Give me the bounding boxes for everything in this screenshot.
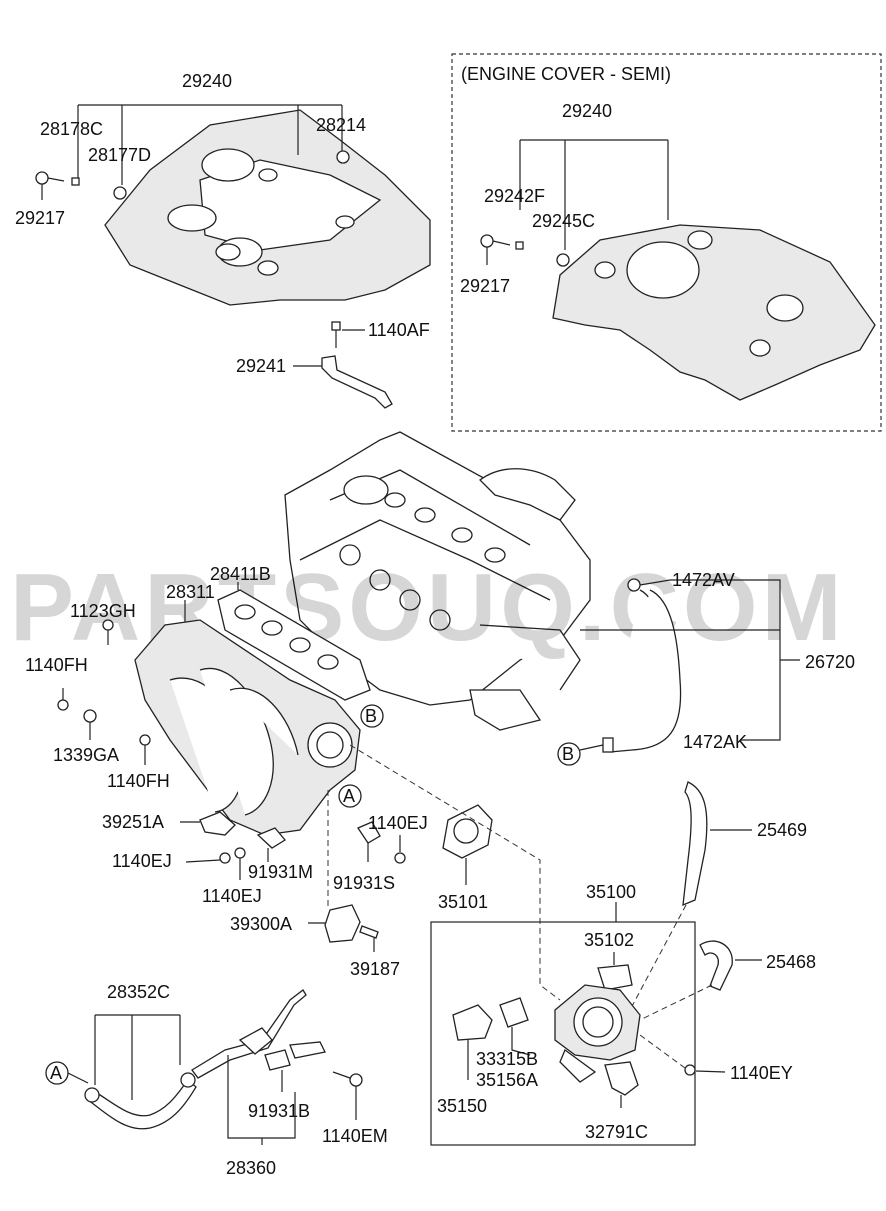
label-29240-top: 29240 [182, 71, 232, 91]
label-29245C: 29245C [532, 211, 595, 231]
gasket-33315B [499, 997, 529, 1028]
nut-1339GA [83, 709, 97, 723]
bolt-1140EJ-a [219, 852, 231, 864]
clip-28178C [71, 177, 80, 186]
label-35150: 35150 [437, 1096, 487, 1116]
label-28177D: 28177D [88, 145, 151, 165]
bolt-29217-left [35, 171, 65, 185]
label-28214: 28214 [316, 115, 366, 135]
hose-25469[interactable] [682, 781, 708, 907]
bolt-1140EY [684, 1064, 696, 1076]
intake-manifold-28311[interactable] [134, 619, 361, 836]
label-1140EJ-c: 1140EJ [368, 813, 428, 833]
label-29241: 29241 [236, 356, 286, 376]
label-28360: 28360 [226, 1158, 276, 1178]
callout-A-manifold-text: A [343, 786, 355, 806]
label-28311: 28311 [166, 582, 215, 602]
label-1339GA: 1339GA [53, 745, 119, 765]
engine-cover-full[interactable] [104, 109, 431, 306]
bolt-1140EJ-c [394, 835, 406, 864]
label-1140EY: 1140EY [730, 1063, 793, 1083]
callout-B-hose [557, 742, 581, 766]
label-39251A: 39251A [102, 812, 164, 832]
label-35100: 35100 [586, 882, 636, 902]
throttle-body-box [430, 921, 696, 1146]
engine-cover-semi[interactable] [552, 224, 876, 401]
label-25468: 25468 [766, 952, 816, 972]
label-1123GH: 1123GH [70, 601, 136, 621]
label-1472AV: 1472AV [672, 570, 735, 590]
bracket-91931M [256, 827, 286, 849]
callout-B-manifold-text: B [365, 706, 377, 726]
label-91931S: 91931S [333, 873, 395, 893]
callout-A-manifold [338, 784, 362, 808]
label-29242F: 29242F [484, 186, 545, 206]
bracket-small-28360 [289, 1041, 326, 1059]
bolt-1140FH-b [139, 734, 151, 765]
bracket-91931S [357, 821, 381, 844]
clip-29242F [515, 241, 524, 250]
semi-cover-dashed-box [451, 53, 882, 432]
sensor-39300A [324, 904, 361, 943]
leader-29240-semi [519, 139, 669, 250]
label-1140FH-a: 1140FH [25, 655, 88, 675]
label-29217-semi: 29217 [460, 276, 510, 296]
pipe-28360[interactable] [191, 989, 307, 1079]
label-35156A: 35156A [476, 1070, 538, 1090]
bolt-1140EJ-b [234, 847, 246, 880]
label-28178C: 28178C [40, 119, 103, 139]
callout-A-left-text: A [50, 1063, 62, 1083]
bracket-39251A [199, 811, 236, 836]
leader-28360 [227, 1055, 296, 1145]
leader-29240-top [77, 104, 343, 185]
label-29240-semi: 29240 [562, 101, 612, 121]
manifold-gasket-28411B [217, 589, 371, 701]
label-1140EJ-b: 1140EJ [202, 886, 262, 906]
callout-B-hose-text: B [562, 744, 574, 764]
label-33315B: 33315B [476, 1049, 538, 1069]
label-26720: 26720 [805, 652, 855, 672]
bolt-1123GH [102, 619, 114, 645]
label-25469: 25469 [757, 820, 807, 840]
hose-28352C[interactable] [84, 1072, 197, 1130]
hose-25468[interactable] [699, 940, 733, 991]
bracket-91931B [264, 1049, 291, 1071]
throttle-body[interactable] [554, 984, 641, 1083]
semi-cover-header: (ENGINE COVER - SEMI) [461, 64, 671, 84]
leader-28352C [94, 1014, 181, 1100]
label-91931M: 91931M [248, 862, 313, 882]
grommet-29245C [556, 253, 570, 267]
label-1140EJ-a: 1140EJ [112, 851, 172, 871]
label-39187: 39187 [350, 959, 400, 979]
label-35102: 35102 [584, 930, 634, 950]
engine-block [284, 431, 591, 731]
grommet-28177D [113, 186, 127, 200]
sensor-35102 [597, 964, 633, 991]
label-1140AF: 1140AF [368, 320, 430, 340]
label-39300A: 39300A [230, 914, 292, 934]
label-1140FH-b: 1140FH [107, 771, 170, 791]
bracket-29241 [321, 355, 393, 409]
label-35101: 35101 [438, 892, 488, 912]
gasket-35101 [442, 804, 493, 859]
actuator-35150 [452, 1004, 493, 1041]
label-29217-left: 29217 [15, 208, 65, 228]
bolt-1140AF [331, 321, 341, 348]
label-1472AK: 1472AK [683, 732, 747, 752]
grommet-28214 [336, 150, 350, 164]
label-28352C: 28352C [107, 982, 170, 1002]
label-91931B: 91931B [248, 1101, 310, 1121]
bolt-29217-semi [480, 234, 511, 248]
callout-B-manifold [360, 704, 384, 728]
bracket-32791C [604, 1061, 639, 1096]
bolt-1140EM [332, 1071, 363, 1087]
bolt-39187 [359, 925, 379, 939]
label-32791C: 32791C [585, 1122, 648, 1142]
label-1140EM: 1140EM [322, 1126, 388, 1146]
label-28411B: 28411B [210, 564, 271, 584]
bolt-1140FH-a [57, 688, 69, 711]
